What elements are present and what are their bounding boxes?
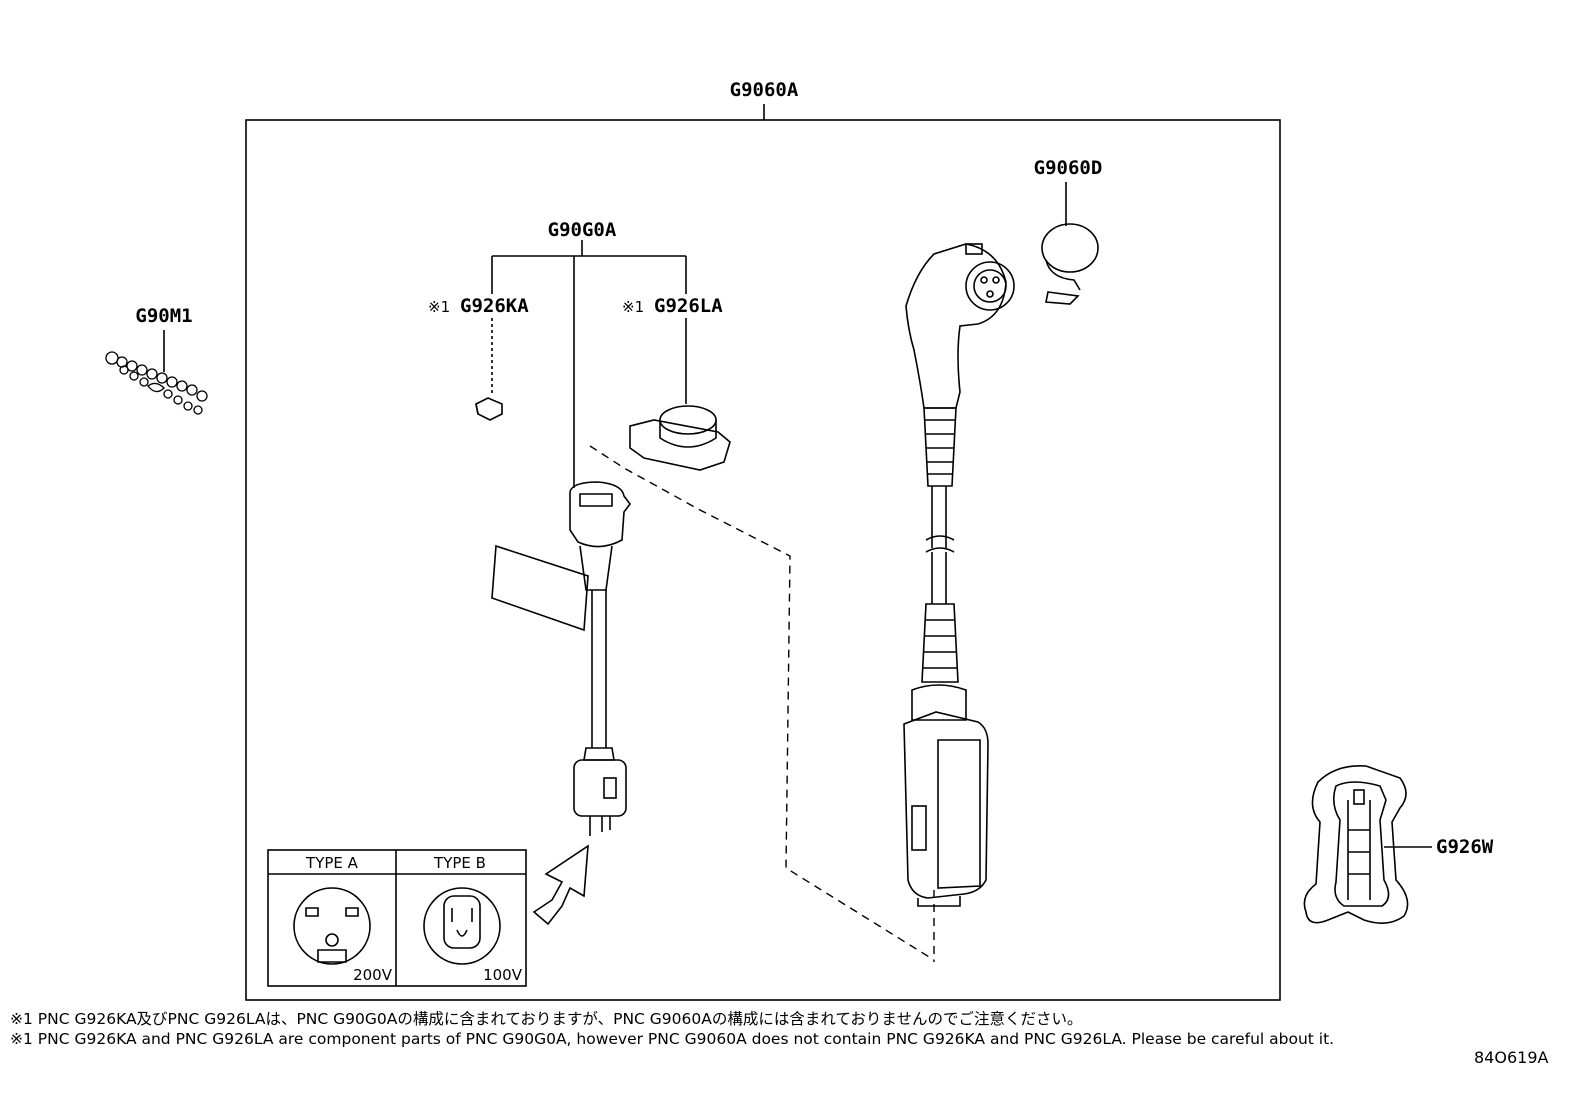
note-mark-la: ※1 (622, 298, 644, 316)
outlet-type-table (267, 849, 527, 987)
chain-part-g90m1 (105, 351, 208, 415)
label-cap: G9060D (1034, 157, 1103, 179)
type-b-header: TYPE B (433, 854, 486, 872)
holder-part-g926w (1303, 765, 1409, 924)
clip-part-g926ka (475, 397, 503, 421)
label-chain: G90M1 (135, 305, 192, 327)
cable-plug-g90g0a (491, 481, 631, 836)
dashed-connection-lines (589, 445, 935, 962)
label-part-ka: G926KA (460, 295, 529, 317)
charging-connector-g9060a (903, 243, 1015, 907)
voltage-b: 100V (483, 966, 523, 984)
assembly-frame (245, 119, 1281, 1001)
label-assembly: G9060A (730, 79, 799, 101)
voltage-a: 200V (353, 966, 393, 984)
label-subassembly: G90G0A (548, 219, 617, 241)
type-a-header: TYPE A (305, 854, 359, 872)
direction-arrow (532, 844, 589, 926)
cap-part-g926la (629, 405, 731, 471)
cap-part-g9060d (1041, 223, 1099, 305)
note-english: ※1 PNC G926KA and PNC G926LA are compone… (10, 1030, 1335, 1048)
label-part-la: G926LA (654, 295, 723, 317)
note-mark-ka: ※1 (428, 298, 450, 316)
note-japanese: ※1 PNC G926KA及びPNC G926LAは、PNC G90G0Aの構成… (10, 1010, 1083, 1028)
label-holder: G926W (1436, 836, 1494, 858)
figure-code: 84O619A (1474, 1048, 1549, 1067)
